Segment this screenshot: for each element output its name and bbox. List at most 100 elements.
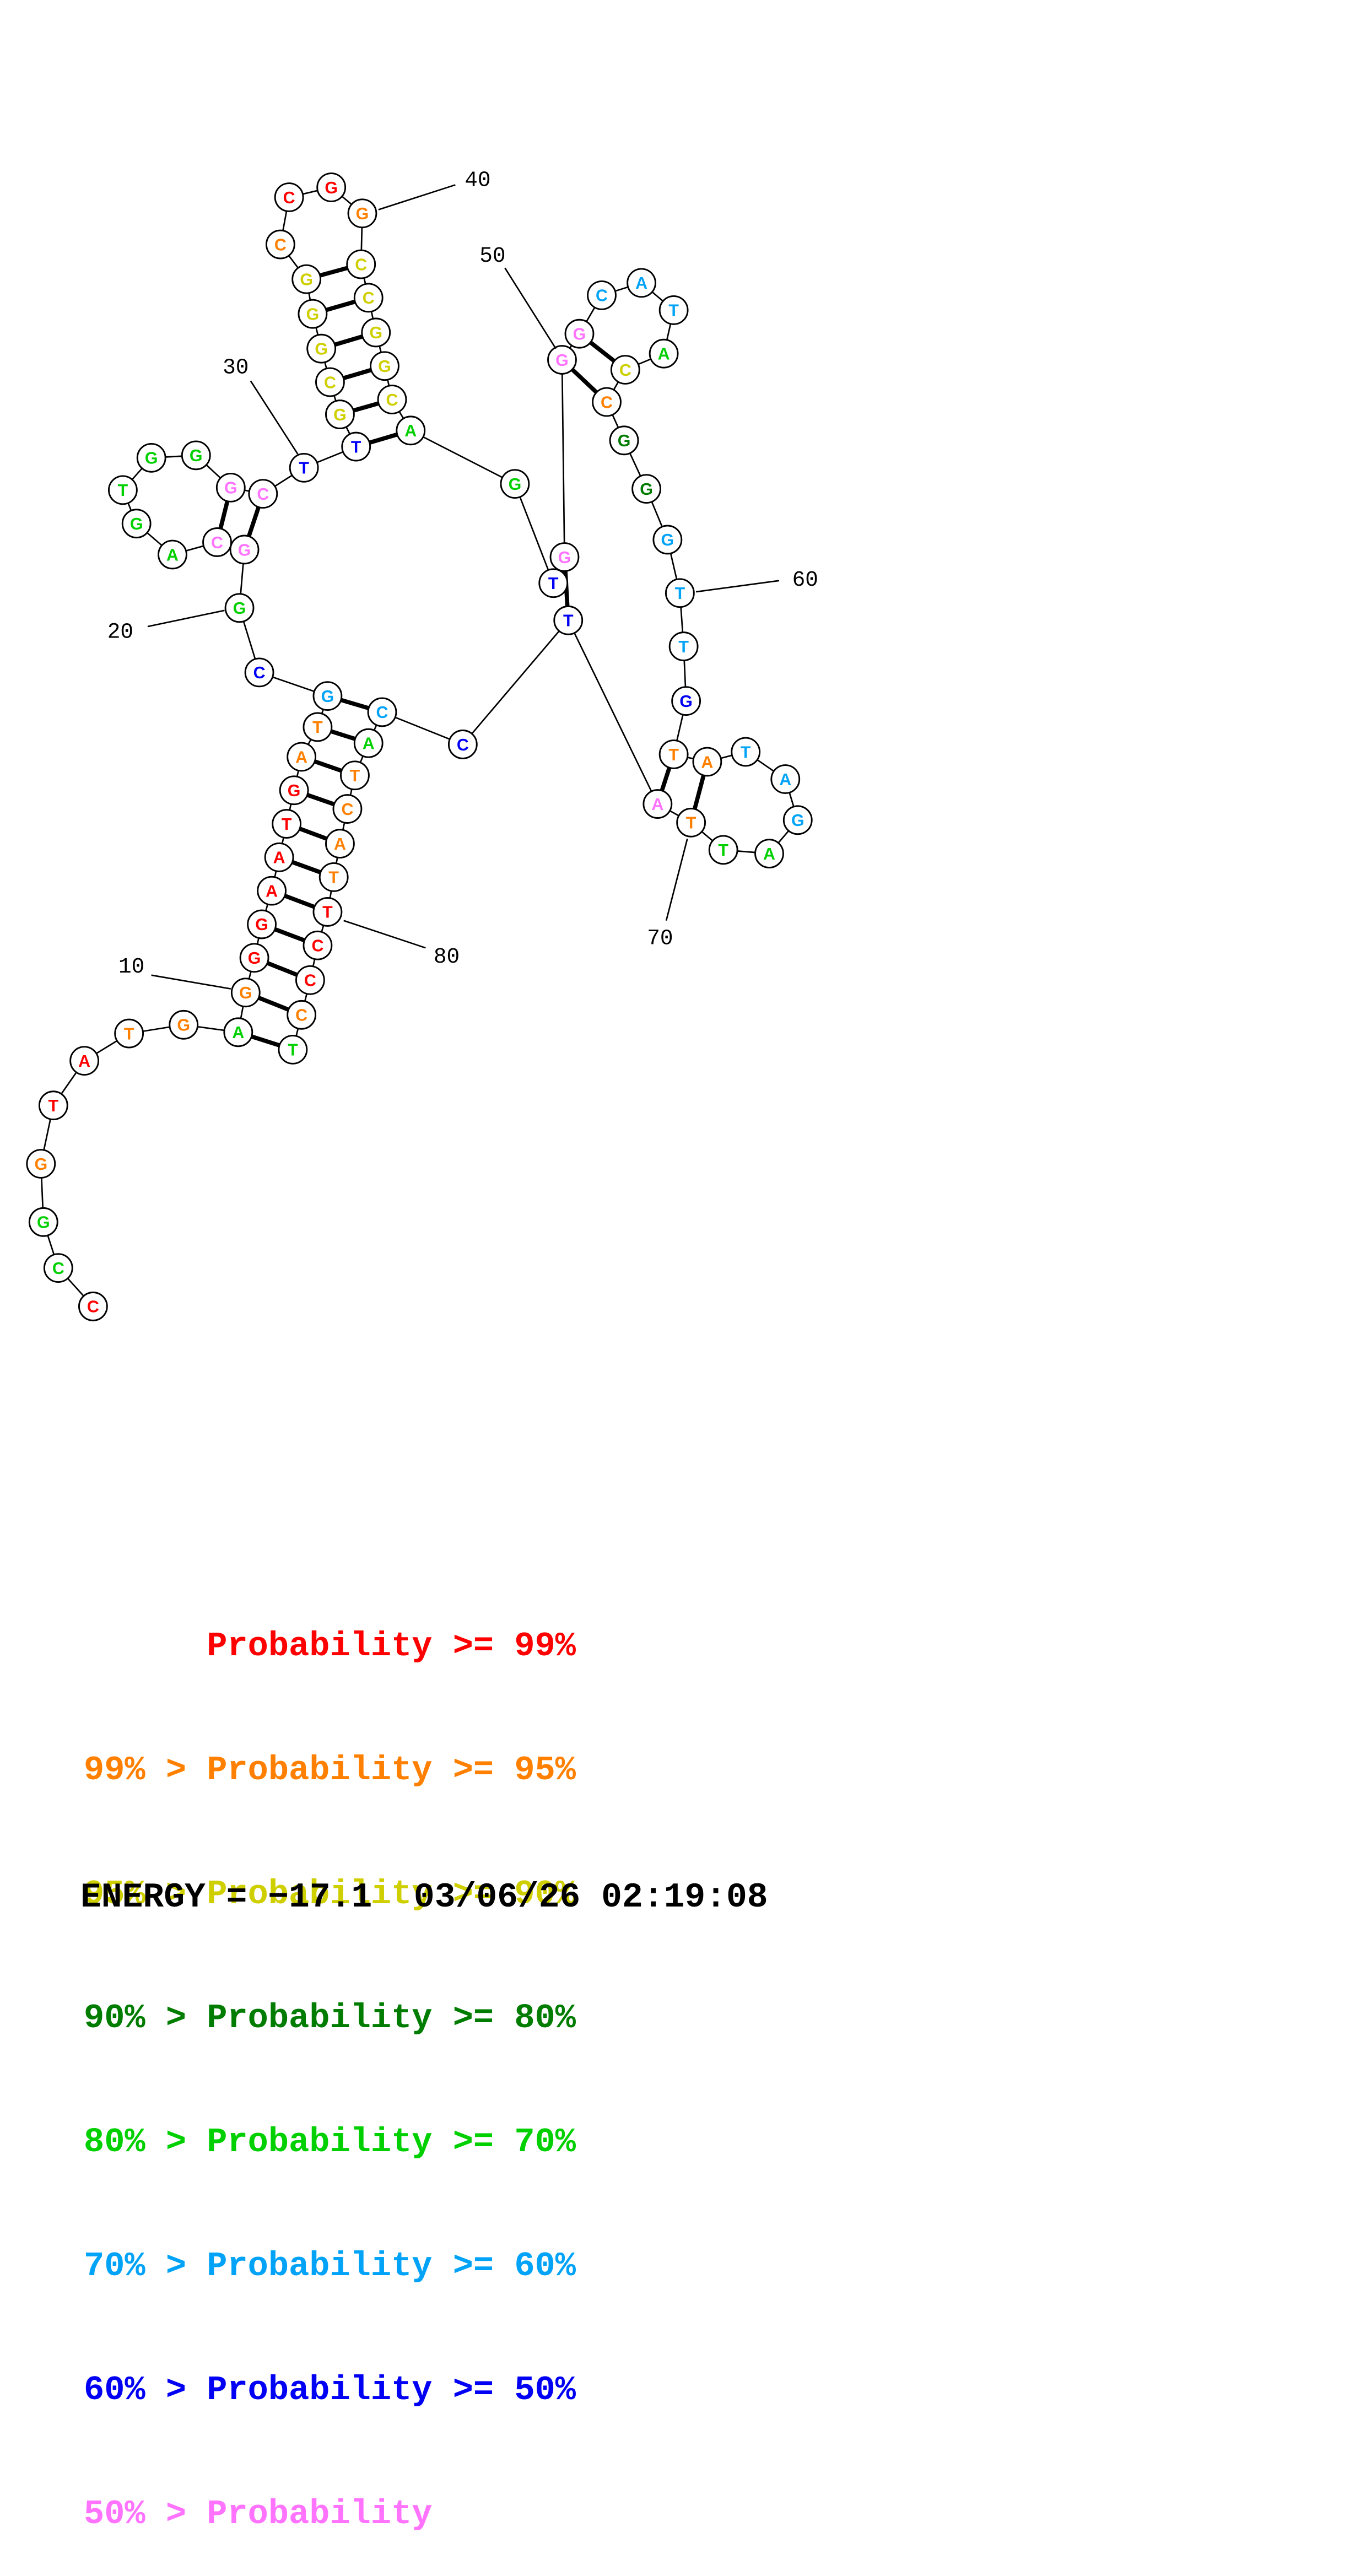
- nucleotide-base: T: [299, 459, 309, 478]
- nucleotide-base: G: [190, 446, 203, 465]
- nucleotide-circle: [264, 842, 294, 872]
- nucleotide-circle: [229, 534, 260, 565]
- nucleotide-circle: [609, 425, 639, 456]
- nucleotide-base: T: [288, 1041, 298, 1060]
- nucleotide-base: A: [363, 735, 375, 753]
- nucleotide-circle: [202, 527, 232, 557]
- nucleotide-circle: [272, 809, 302, 839]
- nucleotide-base: A: [232, 1023, 244, 1042]
- nucleotide-base: G: [255, 915, 268, 934]
- nucleotide-circle: [315, 367, 345, 397]
- nucleotide-base: T: [668, 301, 679, 320]
- nucleotide-circle: [367, 697, 397, 727]
- nucleotide-circle: [361, 317, 391, 348]
- nucleotide-circle: [610, 355, 640, 385]
- nucleotide-base: G: [356, 204, 369, 223]
- position-label-line: [151, 974, 231, 990]
- nucleotide-base: T: [351, 438, 361, 456]
- legend-row: 90% > Probability >= 80%: [84, 1999, 576, 2038]
- position-label-line: [665, 838, 688, 921]
- nucleotide-circle: [121, 509, 152, 539]
- nucleotide-base: C: [596, 287, 608, 305]
- nucleotide-base: C: [341, 800, 353, 819]
- nucleotide-base: C: [283, 188, 295, 207]
- legend-row: 70% > Probability >= 60%: [84, 2246, 576, 2286]
- nucleotide-base: G: [509, 475, 522, 494]
- nucleotide-base: T: [675, 584, 685, 603]
- energy-text: ENERGY = −17.1 03/06/26 02:19:08: [80, 1878, 768, 1917]
- legend-row: 50% > Probability: [84, 2494, 433, 2534]
- nucleotide-base: C: [363, 289, 375, 307]
- nucleotide-base: T: [741, 743, 751, 762]
- position-label: 60: [792, 568, 818, 592]
- nucleotide-circle: [239, 943, 269, 973]
- nucleotide-circle: [538, 568, 569, 598]
- nucleotide-base: C: [211, 533, 223, 552]
- nucleotide-circle: [298, 299, 328, 329]
- nucleotide-base: T: [678, 638, 689, 656]
- nucleotide-base: G: [321, 687, 334, 706]
- nucleotide-circle: [312, 681, 343, 711]
- nucleotide-base: G: [239, 984, 252, 1002]
- nucleotide-circle: [658, 739, 689, 769]
- nucleotide-base: C: [274, 235, 287, 254]
- nucleotide-base: A: [273, 849, 285, 867]
- nucleotide-base: T: [282, 815, 292, 834]
- nucleotide-base: T: [124, 1024, 134, 1043]
- nucleotide-base: C: [386, 391, 398, 409]
- nucleotide-circle: [731, 737, 761, 767]
- nucleotide-base: T: [686, 814, 697, 833]
- legend-row: 95% > Probability >= 90%: [84, 1875, 576, 1914]
- nucleotide-circle: [676, 807, 706, 838]
- nucleotide-base: C: [601, 393, 613, 412]
- nucleotide-base: G: [177, 1016, 190, 1035]
- nucleotide-base: T: [48, 1097, 59, 1115]
- nucleotide-base: T: [548, 574, 559, 593]
- nucleotide-circle: [340, 760, 370, 791]
- nucleotide-circle: [306, 333, 337, 364]
- nucleotide-circle: [248, 479, 278, 509]
- nucleotide-base: A: [334, 835, 346, 854]
- nucleotide-circle: [652, 525, 683, 555]
- legend-row: 99% > Probability >= 95%: [84, 1751, 576, 1790]
- backbone-line: [410, 430, 516, 485]
- nucleotide-base: A: [658, 345, 670, 364]
- position-label: 40: [465, 168, 490, 193]
- nucleotide-circle: [69, 1046, 100, 1076]
- nucleotide-circle: [114, 1018, 144, 1049]
- nucleotide-circle: [247, 909, 277, 939]
- nucleotide-circle: [353, 728, 384, 758]
- nucleotide-circle: [341, 431, 371, 462]
- nucleotide-circle: [396, 415, 426, 446]
- nucleotide-circle: [649, 338, 679, 369]
- backbone-line: [462, 619, 569, 745]
- nucleotide-circle: [244, 657, 274, 688]
- nucleotide-circle: [447, 730, 478, 759]
- nucleotide-circle: [671, 686, 701, 716]
- position-label: 50: [479, 244, 505, 268]
- nucleotide-base: C: [257, 485, 269, 504]
- nucleotide-circle: [592, 387, 622, 417]
- nucleotide-base: G: [300, 270, 313, 289]
- nucleotide-base: C: [619, 361, 631, 380]
- nucleotide-base: G: [37, 1213, 50, 1232]
- nucleotide-base: A: [779, 770, 791, 789]
- nucleotide-circle: [316, 172, 347, 202]
- nucleotide-base: C: [295, 1006, 307, 1025]
- nucleotide-circle: [312, 897, 343, 927]
- nucleotide-circle: [278, 1034, 308, 1065]
- nucleotide-base: C: [311, 937, 323, 955]
- nucleotide-base: A: [404, 422, 417, 440]
- nucleotide-base: T: [312, 718, 323, 737]
- nucleotide-circle: [158, 539, 187, 570]
- nucleotide-base: G: [233, 599, 246, 618]
- legend-row: 60% > Probability >= 50%: [84, 2370, 576, 2410]
- nucleotide-circle: [26, 1149, 56, 1179]
- nucleotide-circle: [658, 295, 689, 325]
- nucleotide-base: A: [295, 748, 307, 766]
- nucleotide-circle: [325, 829, 355, 858]
- position-label: 70: [647, 926, 673, 951]
- position-label-line: [147, 609, 225, 628]
- nucleotide-circle: [291, 264, 322, 294]
- nucleotide-base: A: [78, 1052, 90, 1071]
